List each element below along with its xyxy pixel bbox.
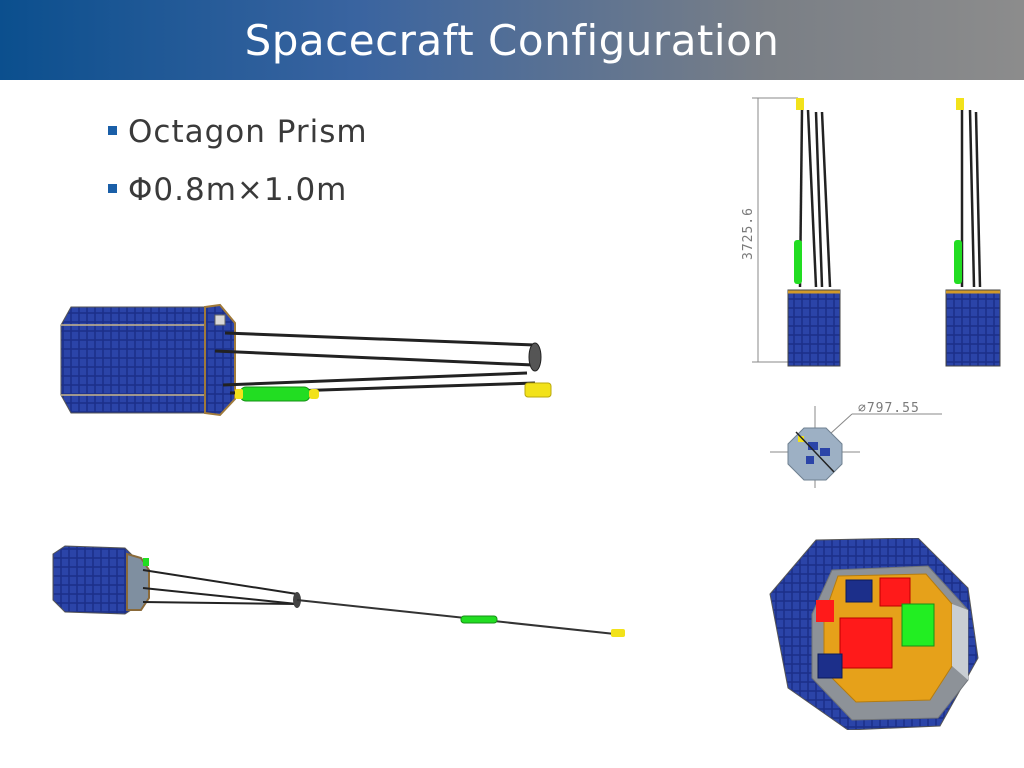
component-green xyxy=(901,603,935,647)
spacecraft-body-small xyxy=(52,545,150,615)
boom-struts xyxy=(142,569,298,605)
component-red-large xyxy=(839,617,893,669)
deck-side-wall xyxy=(952,604,968,680)
spacecraft-top-view-figure: ∅797.55 xyxy=(770,401,942,488)
component-red-edge xyxy=(816,600,834,622)
boom-tip-sensor xyxy=(524,382,552,398)
top-view-octagon xyxy=(787,427,843,481)
diameter-dimension-label: ∅797.55 xyxy=(858,401,920,416)
bullet-item-shape: Octagon Prism xyxy=(108,110,368,168)
spacecraft-perspective-figure xyxy=(52,545,625,637)
spacecraft-interior-figure xyxy=(769,538,979,730)
bullet-item-dimensions: Φ0.8m×1.0m xyxy=(108,168,368,226)
boom-structure xyxy=(214,331,536,395)
bullet-text-shape: Octagon Prism xyxy=(128,114,368,150)
title-bar: Spacecraft Configuration xyxy=(0,0,1024,80)
bullet-marker-icon xyxy=(108,184,117,193)
spacecraft-elevation-figure: 3725.6 xyxy=(741,97,1001,367)
bullet-list: Octagon Prism Φ0.8m×1.0m xyxy=(108,110,368,226)
slide-title: Spacecraft Configuration xyxy=(244,16,780,65)
long-boom xyxy=(296,599,616,635)
spacecraft-body xyxy=(60,303,236,417)
component-blue-top xyxy=(845,579,873,603)
height-dimension-label: 3725.6 xyxy=(741,207,756,260)
boom-end-plate xyxy=(528,342,542,372)
boom-instrument xyxy=(460,615,498,624)
bullet-text-dimensions: Φ0.8m×1.0m xyxy=(128,172,348,208)
elevation-view-front xyxy=(787,98,841,367)
instrument-pod xyxy=(235,386,319,402)
elevation-view-side xyxy=(945,98,1001,367)
boom-tip-sensor-small xyxy=(611,629,625,637)
bullet-marker-icon xyxy=(108,126,117,135)
component-red-small xyxy=(879,577,911,607)
component-blue-bottom xyxy=(817,653,843,679)
spacecraft-side-view-figure xyxy=(60,303,552,417)
